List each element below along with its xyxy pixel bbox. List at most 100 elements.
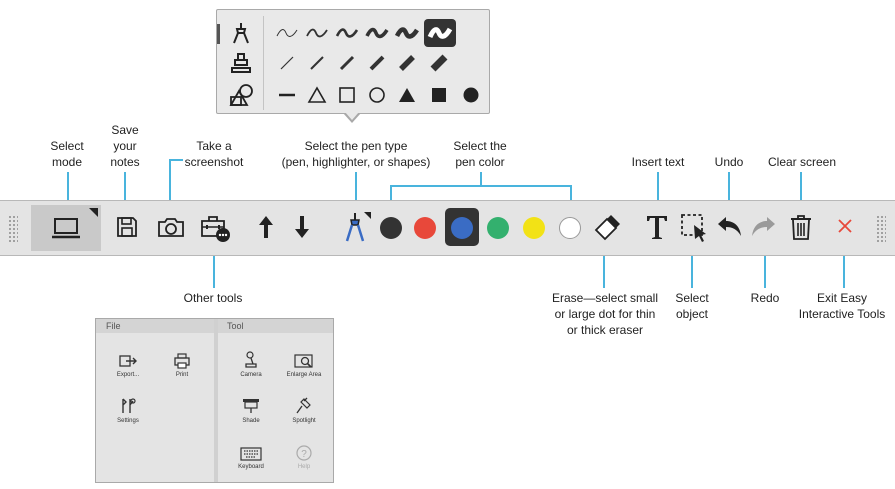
pen-category-highlighter[interactable] xyxy=(227,50,255,76)
shape-square-outline[interactable] xyxy=(333,82,361,108)
pen-size-3[interactable] xyxy=(333,20,361,46)
screenshot-button[interactable] xyxy=(155,212,187,242)
callout-other-tools: Other tools xyxy=(183,291,243,305)
pen-size-5[interactable] xyxy=(393,20,421,46)
tool-item-keyboard[interactable]: Keyboard xyxy=(225,439,277,471)
pen-category-pen[interactable] xyxy=(227,20,255,46)
callout-line-pen-color xyxy=(480,172,482,186)
select-mode-button[interactable] xyxy=(31,205,101,251)
insert-text-button[interactable] xyxy=(643,210,671,244)
callout-bracket-pen-color xyxy=(390,185,572,187)
shape-triangle-filled[interactable] xyxy=(393,82,421,108)
tool-item-camera[interactable]: Camera xyxy=(225,347,277,379)
callout-line-save xyxy=(124,172,126,214)
pen-size-2[interactable] xyxy=(303,20,331,46)
highlighter-size-1[interactable] xyxy=(273,50,301,76)
pen-category-shapes[interactable] xyxy=(227,82,255,108)
highlighter-size-4[interactable] xyxy=(363,50,391,76)
callout-clear-screen: Clear screen xyxy=(767,155,837,169)
eraser-button[interactable] xyxy=(590,210,622,244)
callout-redo: Redo xyxy=(750,291,780,305)
spotlight-label: Spotlight xyxy=(292,418,316,424)
pen-size-1[interactable] xyxy=(273,20,301,46)
file-item-print[interactable]: Print xyxy=(156,347,208,379)
other-tools-popup: File Tool Export... Print Settings Camer… xyxy=(95,318,334,483)
file-item-export[interactable]: Export... xyxy=(102,347,154,379)
highlighter-size-2[interactable] xyxy=(303,50,331,76)
shade-icon xyxy=(243,399,259,413)
highlighter-size-6[interactable] xyxy=(425,50,453,76)
section-divider xyxy=(214,319,218,482)
tool-item-enlarge-area[interactable]: Enlarge Area xyxy=(278,347,330,379)
callout-line-exit xyxy=(843,244,845,288)
callout-bracket-right xyxy=(570,185,572,211)
stroke-icon xyxy=(369,55,385,71)
highlighter-icon xyxy=(231,53,251,73)
callout-insert-text: Insert text xyxy=(631,155,685,169)
callout-line-select-mode xyxy=(67,172,69,214)
highlighter-size-5[interactable] xyxy=(393,50,421,76)
file-item-settings[interactable]: Settings xyxy=(102,393,154,425)
redo-button[interactable] xyxy=(749,212,779,242)
help-icon: ? xyxy=(296,445,312,461)
page-up-button[interactable] xyxy=(254,212,278,242)
mode-menu-corner-icon xyxy=(89,208,98,217)
tool-item-shade[interactable]: Shade xyxy=(225,393,277,425)
squiggle-icon xyxy=(276,29,298,37)
color-black[interactable] xyxy=(380,217,402,239)
exit-button[interactable] xyxy=(832,212,858,240)
callout-pen-type: Select the pen type(pen, highlighter, or… xyxy=(281,139,431,169)
svg-text:?: ? xyxy=(301,449,307,460)
color-white[interactable] xyxy=(559,217,581,239)
laptop-icon xyxy=(52,218,80,239)
callout-line-screenshot xyxy=(169,160,171,214)
circle-filled-icon xyxy=(463,87,479,103)
callout-line-pen-type xyxy=(355,172,357,214)
stroke-icon xyxy=(310,56,324,70)
toolbar-drag-handle-right[interactable] xyxy=(876,215,886,243)
clear-screen-button[interactable] xyxy=(788,211,814,243)
select-object-button[interactable] xyxy=(678,210,710,244)
stroke-icon xyxy=(280,56,294,70)
page-down-button[interactable] xyxy=(290,212,314,242)
highlighter-size-3[interactable] xyxy=(333,50,361,76)
shape-line[interactable] xyxy=(273,82,301,108)
shape-square-filled[interactable] xyxy=(425,82,453,108)
toolbar-drag-handle-left[interactable] xyxy=(8,215,18,243)
color-blue[interactable] xyxy=(451,217,473,239)
callout-bracket-left xyxy=(390,185,392,211)
callout-line-erase xyxy=(603,244,605,288)
pen-size-6[interactable] xyxy=(424,19,456,47)
shape-triangle-outline[interactable] xyxy=(303,82,331,108)
document-camera-icon xyxy=(245,351,257,368)
pen-icon xyxy=(345,212,371,242)
pen-type-button[interactable] xyxy=(340,208,372,246)
undo-button[interactable] xyxy=(714,212,744,242)
shape-circle-outline[interactable] xyxy=(363,82,391,108)
pen-type-popup xyxy=(216,9,490,114)
arrow-up-icon xyxy=(259,216,273,238)
settings-label: Settings xyxy=(117,418,139,424)
file-section-title: File xyxy=(106,321,121,331)
undo-icon xyxy=(718,217,741,236)
other-tools-button[interactable] xyxy=(198,210,232,244)
stroke-icon xyxy=(339,55,355,71)
enlarge-area-label: Enlarge Area xyxy=(286,372,322,378)
tool-item-spotlight[interactable]: Spotlight xyxy=(278,393,330,425)
export-icon xyxy=(119,355,137,367)
callout-line-redo xyxy=(764,244,766,288)
color-green[interactable] xyxy=(487,217,509,239)
shape-circle-filled[interactable] xyxy=(457,82,485,108)
callout-line-undo xyxy=(728,172,730,216)
category-selection-indicator xyxy=(217,24,220,44)
tool-section-title: Tool xyxy=(227,321,244,331)
save-notes-button[interactable] xyxy=(113,212,141,242)
color-red[interactable] xyxy=(414,217,436,239)
color-yellow[interactable] xyxy=(523,217,545,239)
pen-size-4[interactable] xyxy=(363,20,391,46)
help-label: Help xyxy=(297,464,311,470)
squiggle-icon xyxy=(395,27,419,39)
